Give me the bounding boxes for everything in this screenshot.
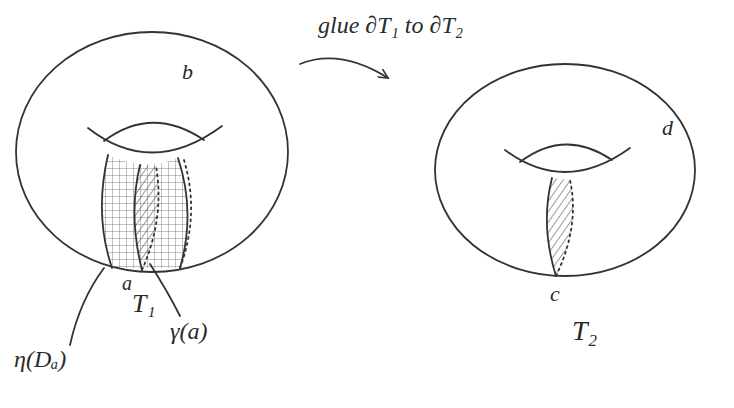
region-label: η(Dₐ) (14, 346, 66, 372)
curve-label: c (550, 282, 560, 306)
curve-label: γ(a) (170, 318, 207, 344)
curve-label: d (662, 116, 673, 140)
note-text: glue ∂T₁ to ∂T₂ (318, 12, 463, 38)
space-label: T₁ (132, 290, 156, 319)
space-label: T₂ (572, 316, 597, 347)
curve-label: b (182, 60, 193, 84)
curve-label: a (122, 272, 132, 294)
